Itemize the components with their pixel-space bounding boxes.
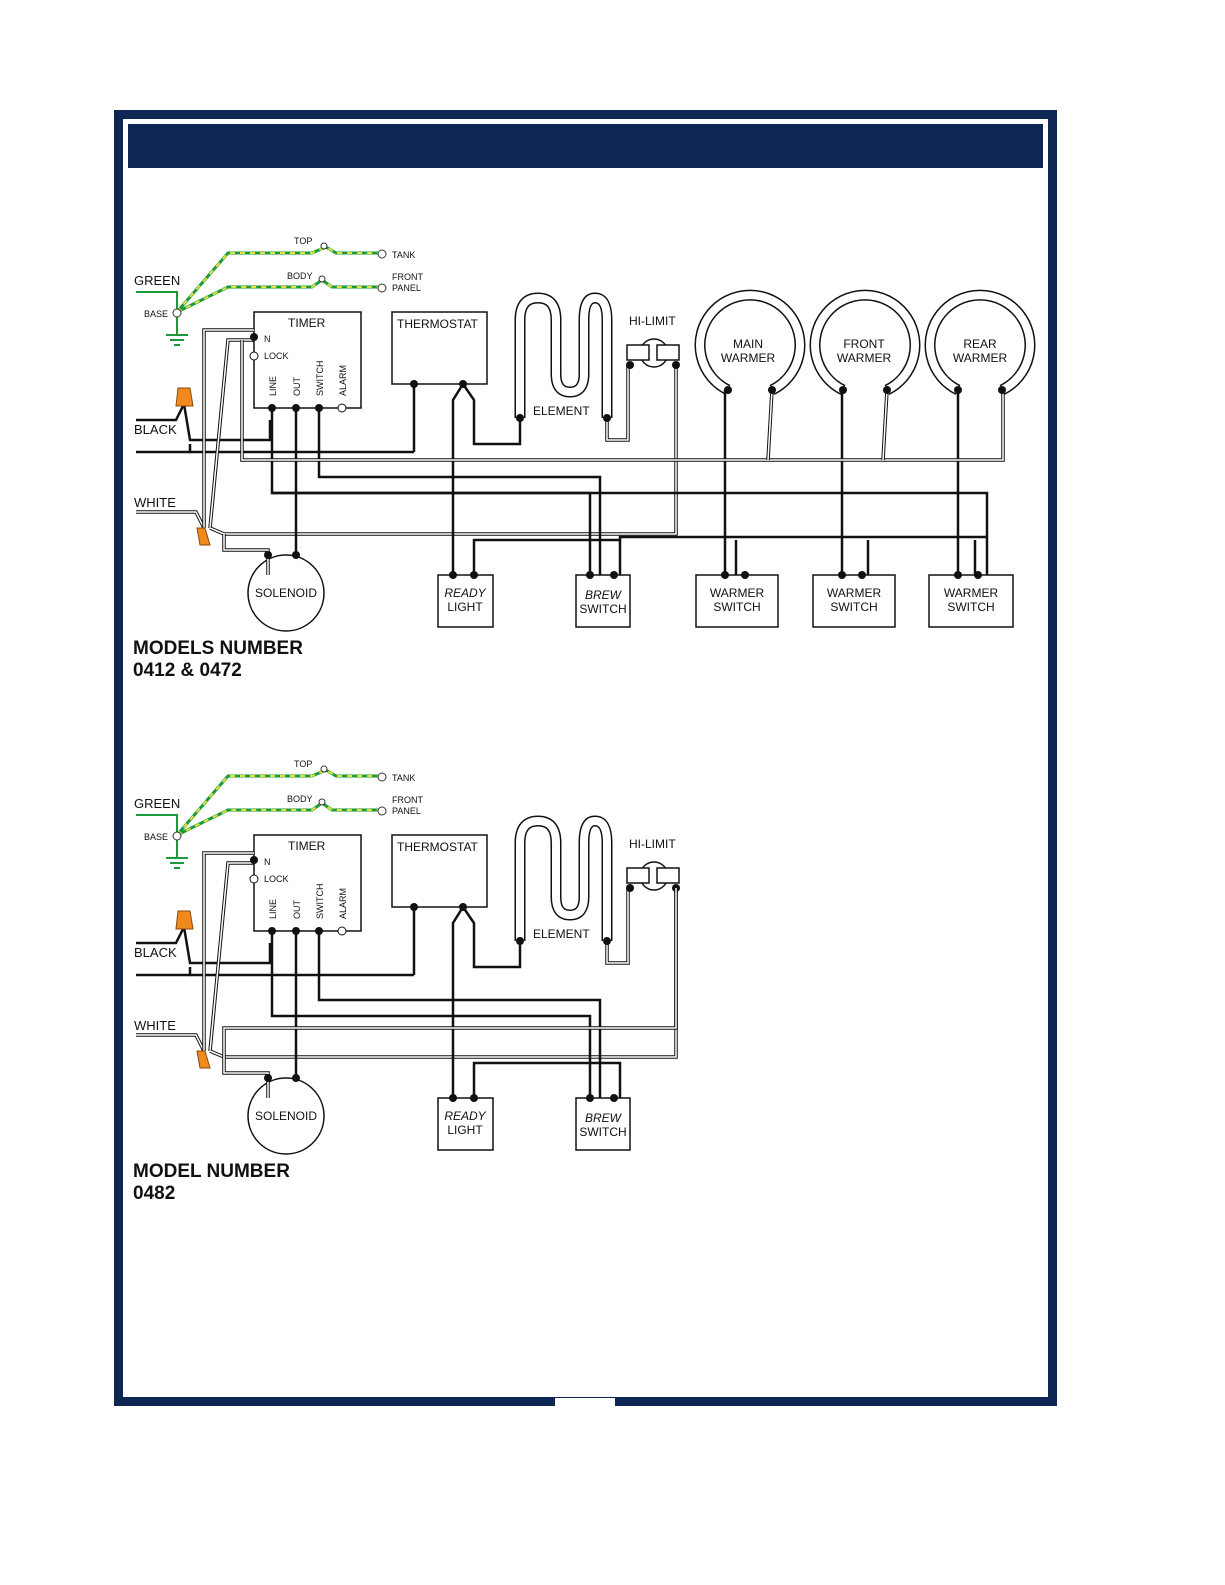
label-ws2: WARMER xyxy=(827,586,882,600)
label-lock: LOCK xyxy=(264,351,289,361)
label-alarm: ALARM xyxy=(338,888,348,919)
label-out: OUT xyxy=(292,900,302,920)
label-brew: BREW xyxy=(585,1111,623,1125)
label-line: LINE xyxy=(268,899,278,919)
label-alarm: ALARM xyxy=(338,365,348,396)
label-top: TOP xyxy=(294,236,312,246)
label-front-warmer: WARMER xyxy=(837,351,892,365)
label-hi-limit: HI-LIMIT xyxy=(629,837,676,851)
label-rear-warmer: WARMER xyxy=(953,351,1008,365)
label-hi-limit: HI-LIMIT xyxy=(629,314,676,328)
label-ws1: WARMER xyxy=(710,586,765,600)
label-ws2-switch: SWITCH xyxy=(830,600,877,614)
page-number-gap xyxy=(555,1398,615,1410)
warmer-rings xyxy=(694,289,1036,395)
label-body: BODY xyxy=(287,794,313,804)
label-thermostat: THERMOSTAT xyxy=(397,317,479,331)
label-timer: TIMER xyxy=(288,316,326,330)
label-front: FRONT xyxy=(392,795,423,805)
label-brew: BREW xyxy=(585,588,623,602)
label-switch: SWITCH xyxy=(315,884,325,920)
label-lock: LOCK xyxy=(264,874,289,884)
white-return-b xyxy=(222,888,678,1057)
label-n: N xyxy=(264,857,271,867)
model-title-a-line2: 0412 & 0472 xyxy=(133,660,242,681)
header-bar xyxy=(128,124,1043,168)
label-light: LIGHT xyxy=(447,1123,483,1137)
label-n: N xyxy=(264,334,271,344)
label-ready: READY xyxy=(444,586,486,600)
label-brew-switch: SWITCH xyxy=(579,1125,626,1139)
label-ws3-switch: SWITCH xyxy=(947,600,994,614)
label-line: LINE xyxy=(268,376,278,396)
label-main-warmer: WARMER xyxy=(721,351,776,365)
label-green: GREEN xyxy=(134,796,180,811)
label-switch: SWITCH xyxy=(315,361,325,397)
label-green: GREEN xyxy=(134,273,180,288)
labels-diagram-b: TOP TANK GREEN BODY FRONT PANEL BASE TIM… xyxy=(134,759,676,1139)
label-ws3: WARMER xyxy=(944,586,999,600)
label-light: LIGHT xyxy=(447,600,483,614)
labels-diagram-a: TOP TANK GREEN BODY FRONT PANEL BASE TIM… xyxy=(134,236,1007,616)
label-panel: PANEL xyxy=(392,283,421,293)
label-panel: PANEL xyxy=(392,806,421,816)
label-white: WHITE xyxy=(134,1018,176,1033)
label-thermostat: THERMOSTAT xyxy=(397,840,479,854)
label-base: BASE xyxy=(144,832,168,842)
diagram-model-0482: TOP TANK GREEN BODY FRONT PANEL BASE TIM… xyxy=(134,759,680,1154)
label-ready: READY xyxy=(444,1109,486,1123)
label-element: ELEMENT xyxy=(533,927,590,941)
label-black: BLACK xyxy=(134,422,177,437)
label-main: MAIN xyxy=(733,337,763,351)
label-body: BODY xyxy=(287,271,313,281)
label-top: TOP xyxy=(294,759,312,769)
model-title-b-line1: MODEL NUMBER xyxy=(133,1161,290,1182)
label-front-w: FRONT xyxy=(843,337,885,351)
label-white: WHITE xyxy=(134,495,176,510)
label-tank: TANK xyxy=(392,773,415,783)
label-solenoid: SOLENOID xyxy=(255,1109,317,1123)
label-out: OUT xyxy=(292,377,302,397)
label-rear: REAR xyxy=(963,337,997,351)
label-base: BASE xyxy=(144,309,168,319)
label-timer: TIMER xyxy=(288,839,326,853)
label-brew-switch: SWITCH xyxy=(579,602,626,616)
label-tank: TANK xyxy=(392,250,415,260)
warmer-dots xyxy=(721,386,1006,579)
diagram-models-0412-0472: TOP TANK GREEN BODY FRONT PANEL BASE TIM… xyxy=(134,236,1036,631)
label-solenoid: SOLENOID xyxy=(255,586,317,600)
warmer-switch-boxes xyxy=(695,574,1014,628)
model-title-b-line2: 0482 xyxy=(133,1183,176,1204)
label-black: BLACK xyxy=(134,945,177,960)
label-front: FRONT xyxy=(392,272,423,282)
label-ws1-switch: SWITCH xyxy=(713,600,760,614)
warmer-wiring xyxy=(240,340,1005,575)
model-title-a-line1: MODELS NUMBER xyxy=(133,638,303,659)
label-element: ELEMENT xyxy=(533,404,590,418)
